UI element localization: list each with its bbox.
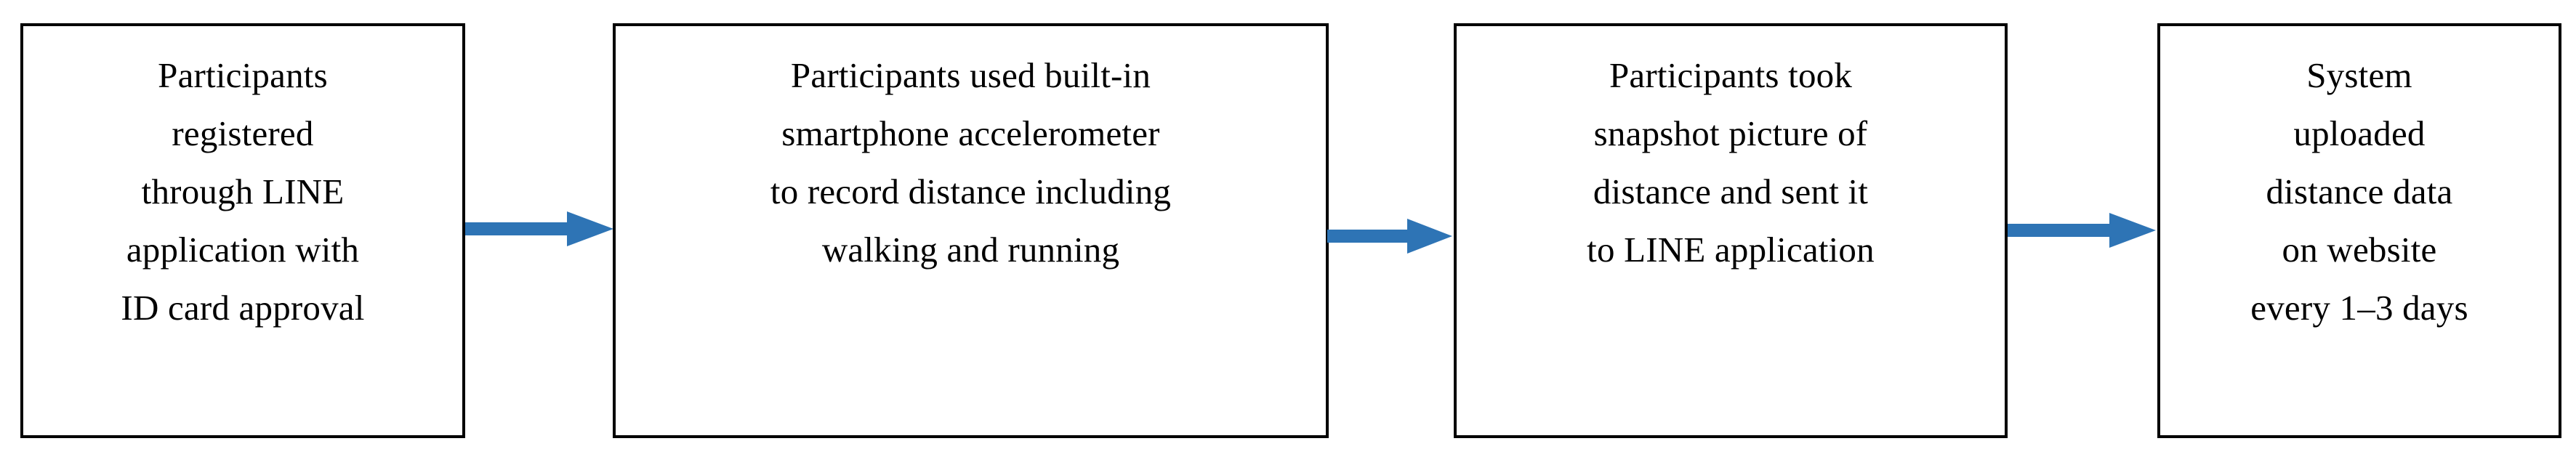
- process-step-box-2: Participants used built-in smartphone ac…: [613, 23, 1329, 438]
- process-step-1-label: Participants registered through LINE app…: [121, 55, 365, 328]
- process-step-3-label: Participants took snapshot picture of di…: [1587, 55, 1875, 270]
- process-step-box-3: Participants took snapshot picture of di…: [1454, 23, 2008, 438]
- flow-arrow-3: [2008, 207, 2156, 254]
- process-step-2-label: Participants used built-in smartphone ac…: [770, 55, 1172, 270]
- process-step-box-4: System uploaded distance data on website…: [2157, 23, 2561, 438]
- flow-arrow-1: [465, 206, 613, 252]
- process-step-4-label: System uploaded distance data on website…: [2250, 55, 2468, 328]
- flow-arrow-2: [1327, 213, 1452, 259]
- process-step-box-1: Participants registered through LINE app…: [20, 23, 465, 438]
